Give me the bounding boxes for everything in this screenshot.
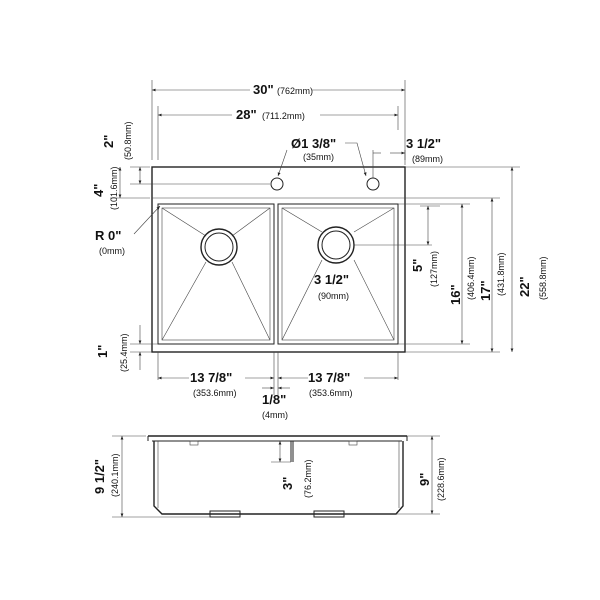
overall-width-metric: (762mm) [277,86,313,96]
deck-width-label: 28" [236,107,257,122]
bowl-depth-metric: (406.4mm) [466,256,476,300]
faucet-hole-metric: (35mm) [303,152,334,162]
divider-label: 1/8" [262,392,286,407]
bowl-height-metric: (228.6mm) [436,457,446,501]
top-margin-metric: (50.8mm) [123,121,133,160]
bottom-margin-metric: (25.4mm) [119,333,129,372]
overall-width-label: 30" [253,82,274,97]
left-bowl-width-metric: (353.6mm) [193,388,237,398]
divider-height-label: 3" [280,477,295,490]
corner-radius-metric: (0mm) [99,246,125,256]
overall-depth-label: 22" [517,276,532,297]
divider-metric: (4mm) [262,410,288,420]
drain-offset-metric: (127mm) [429,251,439,287]
top-margin-label: 2" [101,135,116,148]
overall-height-metric: (240.1mm) [110,453,120,497]
drain-offset-label: 5" [410,259,425,272]
right-bowl-width-metric: (353.6mm) [309,388,353,398]
hole-offset-label: 3 1/2" [406,136,441,151]
top-view: 30" (762mm) 28" (711.2mm) Ø1 3/8" (35mm)… [91,80,548,420]
overall-depth-metric: (558.8mm) [538,256,548,300]
side-view: 9 1/2" (240.1mm) 3" (76.2mm) 9" (228.6mm… [92,435,446,518]
left-bowl-width-label: 13 7/8" [190,370,232,385]
corner-radius-label: R 0" [95,228,121,243]
sink-deck-outline [151,166,406,353]
deck-depth-label: 4" [91,184,106,197]
faucet-hole-label: Ø1 3/8" [291,136,336,151]
inner-depth-label: 17" [478,280,493,301]
overall-height-label: 9 1/2" [92,459,107,494]
bottom-margin-label: 1" [95,345,110,358]
deck-width-metric: (711.2mm) [262,111,305,121]
faucet-hole-right [366,177,380,191]
left-drain [200,228,238,266]
drain-diameter-metric: (90mm) [318,291,349,301]
drain-diameter-label: 3 1/2" [314,272,349,287]
bowl-height-label: 9" [417,473,432,486]
left-bowl [157,203,275,345]
bowl-depth-label: 16" [448,284,463,305]
inner-depth-metric: (431.8mm) [496,252,506,296]
faucet-hole-left [270,177,284,191]
right-bowl-width-label: 13 7/8" [308,370,350,385]
divider-height-metric: (76.2mm) [303,459,313,498]
right-drain [317,226,355,264]
right-bowl [277,203,399,345]
hole-offset-metric: (89mm) [412,154,443,164]
deck-depth-metric: (101.6mm) [109,166,119,210]
